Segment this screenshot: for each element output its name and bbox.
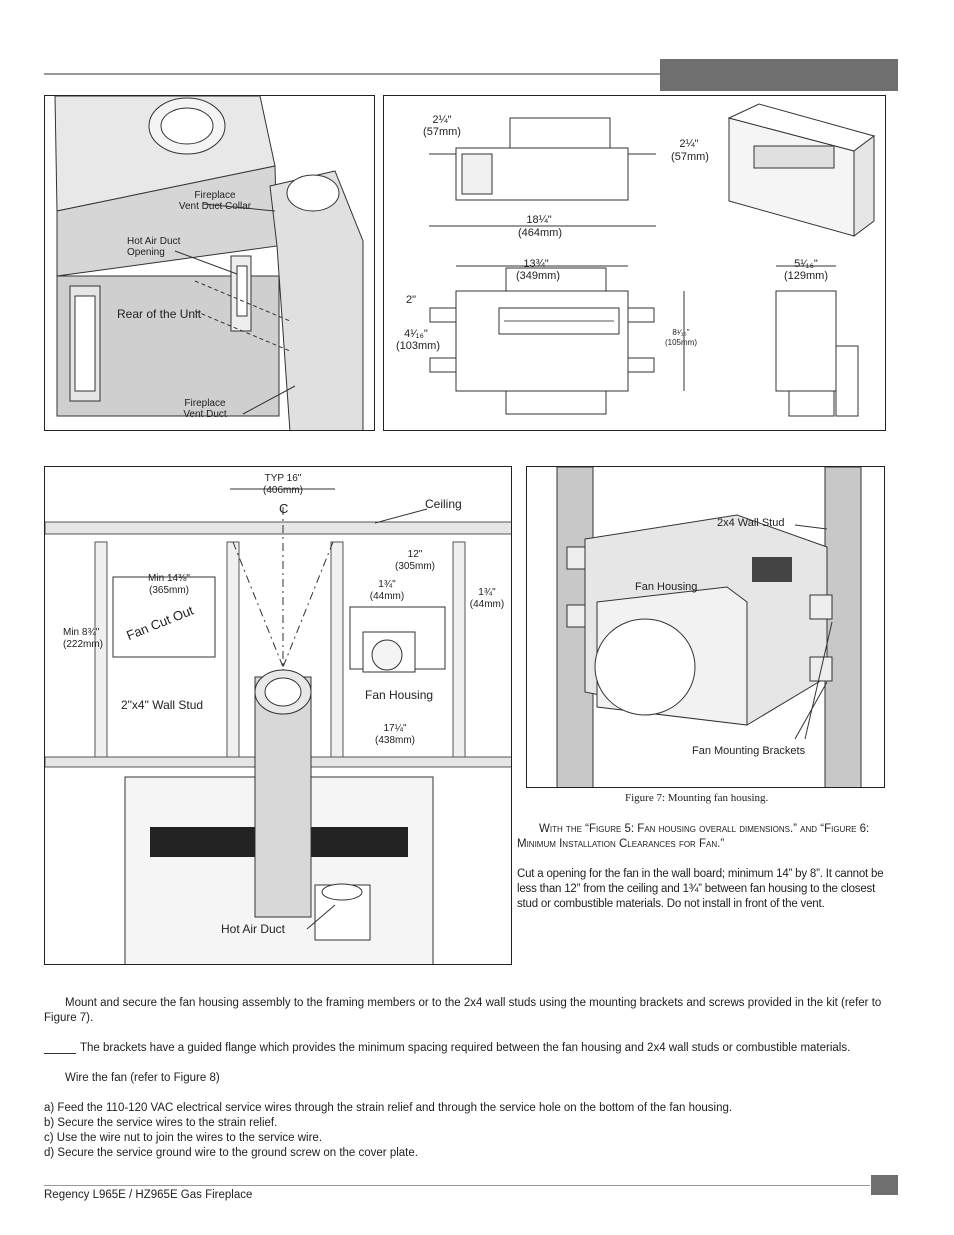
label-rear-unit: Rear of the Unit <box>117 307 202 321</box>
label-wall-stud: 2"x4" Wall Stud <box>121 698 204 712</box>
dim-typ16-mm: (406mm) <box>262 485 303 496</box>
dim-2-in: 2" <box>406 294 417 306</box>
step-c: c) Use the wire nut to join the wires to… <box>44 1132 323 1144</box>
header-rule <box>44 73 660 75</box>
dim-8-mm: (105mm) <box>664 338 697 347</box>
dim-1-3-4a-in: 1¾" <box>378 579 396 590</box>
page-number-box <box>871 1175 898 1195</box>
footer-rule <box>44 1185 870 1186</box>
label-fan-housing-d: Fan Housing <box>635 581 698 593</box>
dim-18-mm: (464mm) <box>517 227 562 239</box>
dim-4-mm: (103mm) <box>395 340 440 352</box>
figure-fan-dimensions: 2¼" (57mm) 2¼" (57mm) 18¼" (464mm) 13¾" … <box>383 95 886 431</box>
label-ceiling: Ceiling <box>425 497 462 511</box>
label-mounting-brackets: Fan Mounting Brackets <box>692 745 806 757</box>
paragraph-cut-opening: Cut a opening for the fan in the wall bo… <box>517 868 884 910</box>
note-blank-rule <box>44 1053 76 1054</box>
fan-dimension-drawing <box>429 103 876 417</box>
dim-min-h-mm: (222mm) <box>63 639 104 650</box>
dim-2-1-4b-mm: (57mm) <box>671 151 709 163</box>
paragraph-brackets: The brackets have a guided flange which … <box>80 1042 851 1054</box>
step-a: a) Feed the 110-120 VAC electrical servi… <box>44 1102 733 1114</box>
label-vent-duct: Fireplace Vent Duct <box>183 398 227 420</box>
dim-1-3-4b-in: 1¾" <box>478 587 496 598</box>
figure-mounting: 2x4 Wall Stud Fan Housing Fan Mounting B… <box>526 466 885 788</box>
dim-2-1-4-mm: (57mm) <box>423 126 461 138</box>
paragraph-wire: Wire the fan (refer to Figure 8) <box>65 1072 220 1084</box>
label-hot-air-duct: Hot Air Duct <box>221 922 286 936</box>
dim-12-in: 12" <box>407 549 423 560</box>
dim-min-w-mm: (365mm) <box>148 585 189 596</box>
label-hot-air-opening: Hot Air Duct Opening <box>127 236 181 258</box>
dim-min-w-in: Min 14⅜" <box>148 573 190 584</box>
step-b: b) Secure the service wires to the strai… <box>44 1117 278 1129</box>
dim-5-in: 5¹⁄₁₆" <box>794 258 818 270</box>
dim-18-in: 18¼" <box>526 214 552 226</box>
figure-clearances: TYP 16" (406mm) C Ceiling 12" (305mm) Mi… <box>44 466 512 965</box>
paragraph-reference: With the “Figure 5: Fan housing overall … <box>517 823 870 850</box>
step-d: d) Secure the service ground wire to the… <box>44 1147 418 1159</box>
dim-17-mm: (438mm) <box>374 735 415 746</box>
dim-5-mm: (129mm) <box>783 270 828 282</box>
dim-1-3-4b-mm: (44mm) <box>469 599 505 610</box>
footer-title: Regency L965E / HZ965E Gas Fireplace <box>44 1189 253 1201</box>
dim-8-in: 8¹⁄₁₆" <box>672 328 690 337</box>
dim-17-in: 17¼" <box>383 723 407 734</box>
dim-typ16-in: TYP 16" <box>264 473 302 484</box>
section-header-bar <box>660 59 898 91</box>
dim-2-1-4b-in: 2¼" <box>679 138 699 150</box>
figure-rear-unit: Fireplace Vent Duct Collar Hot Air Duct … <box>44 95 375 431</box>
label-2x4-stud: 2x4 Wall Stud <box>717 517 785 529</box>
dim-13-mm: (349mm) <box>515 270 560 282</box>
label-vent-collar: Fireplace Vent Duct Collar <box>178 190 252 212</box>
mounting-drawing <box>556 467 862 787</box>
paragraph-mount: Mount and secure the fan housing assembl… <box>44 997 882 1024</box>
dim-13-in: 13¾" <box>523 258 549 270</box>
dim-12-mm: (305mm) <box>394 561 435 572</box>
clearances-drawing <box>45 488 511 964</box>
figure-7-caption: Figure 7: Mounting fan housing. <box>625 792 769 804</box>
dim-1-3-4a-mm: (44mm) <box>369 591 405 602</box>
label-fan-housing: Fan Housing <box>365 688 434 702</box>
dim-min-h-in: Min 8¾" <box>63 627 100 638</box>
dim-4-in: 4¹⁄₁₆" <box>404 328 428 340</box>
rear-unit-drawing <box>45 96 374 430</box>
centerline-mark: C <box>279 501 289 516</box>
dim-2-1-4-in: 2¼" <box>432 114 452 126</box>
